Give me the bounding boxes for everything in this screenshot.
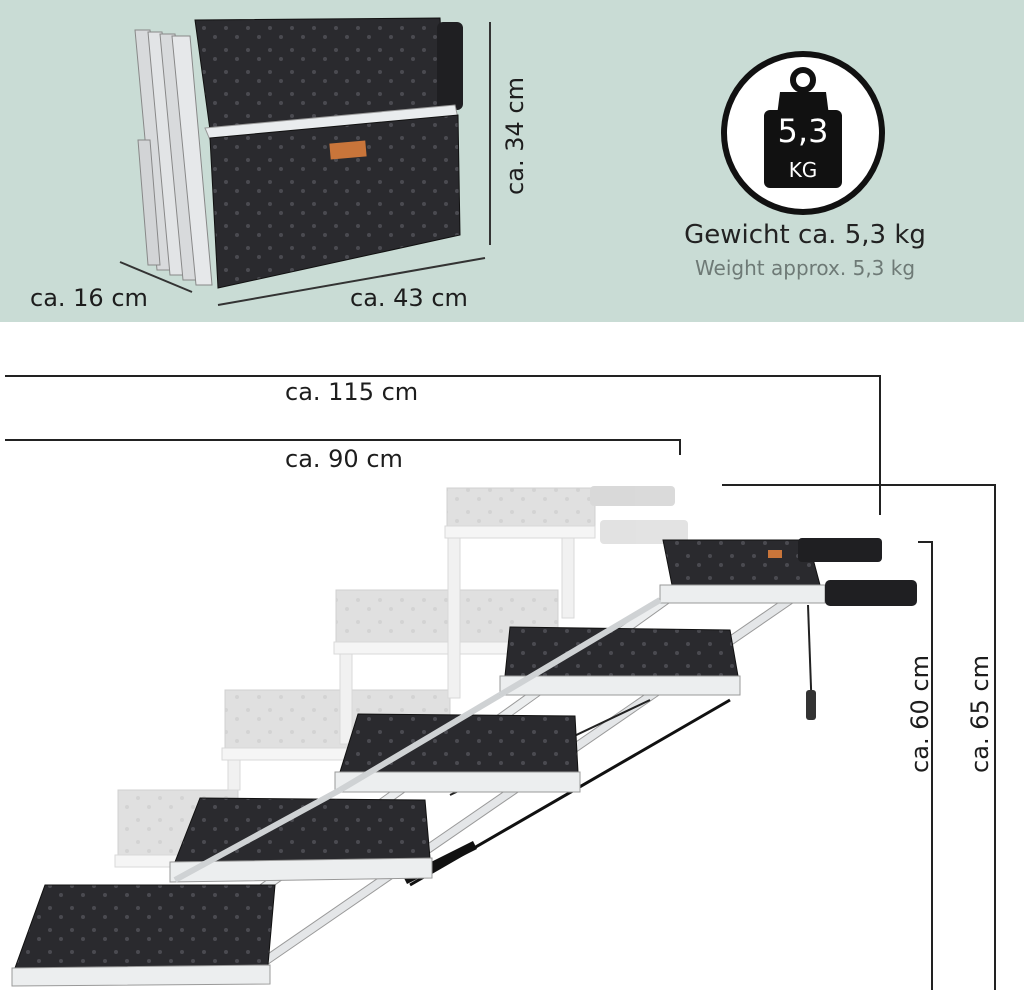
ghost-stairs xyxy=(114,486,688,868)
unfolded-length-long-label: ca. 115 cm xyxy=(285,378,419,406)
folded-depth-label: ca. 16 cm xyxy=(30,284,148,312)
unfolded-length-short-label: ca. 90 cm xyxy=(285,445,403,473)
height-65-dimension-line xyxy=(722,484,996,990)
length-115-dimension-line xyxy=(5,375,881,515)
unfolded-stairs xyxy=(11,538,917,987)
unfolded-height-low-label: ca. 60 cm xyxy=(906,655,934,773)
weight-title: Gewicht ca. 5,3 kg xyxy=(684,220,926,250)
weight-subtitle: Weight approx. 5,3 kg xyxy=(694,256,916,280)
weight-icon-unit: KG xyxy=(788,158,818,182)
unfolded-height-high-label: ca. 65 cm xyxy=(966,655,994,773)
length-90-dimension-line xyxy=(5,439,681,455)
folded-width-label: ca. 43 cm xyxy=(350,284,468,312)
folded-height-label: ca. 34 cm xyxy=(501,77,529,195)
folded-stairs xyxy=(134,17,463,289)
weight-icon-value: 5,3 xyxy=(777,112,829,150)
weight-icon xyxy=(721,51,885,215)
width-dimension-line xyxy=(217,257,486,306)
depth-dimension-line xyxy=(119,261,193,293)
height-60-dimension-line xyxy=(918,541,933,990)
